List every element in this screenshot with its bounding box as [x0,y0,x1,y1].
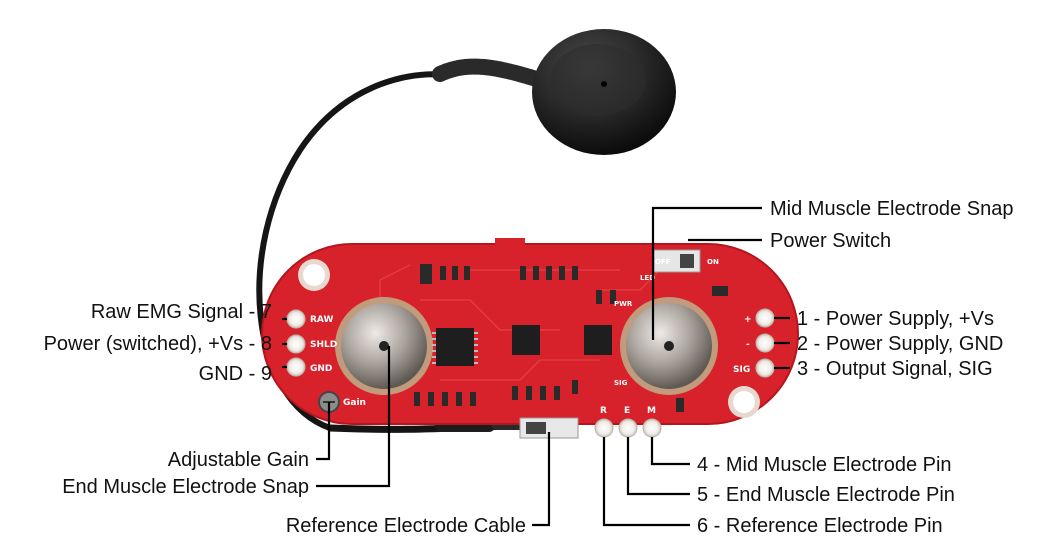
label-gnd: GND - 9 [198,363,272,385]
silk-raw: RAW [310,315,333,325]
silk-minus: - [746,340,750,350]
mounting-hole-right [728,386,760,418]
silk-r: R [600,406,607,416]
silk-sig-led: SIG [614,379,628,387]
ic-chip [432,325,612,366]
silk-on: ON [707,258,719,266]
label-end-muscle-snap: End Muscle Electrode Snap [62,476,309,498]
electrode-cup [532,29,676,155]
label-reference-pin: 6 - Reference Electrode Pin [697,515,943,537]
silk-plus: + [744,315,752,325]
pin-left [286,309,306,377]
silk-pwr: PWR [614,300,633,308]
label-power-supply-gnd: 2 - Power Supply, GND [797,333,1004,355]
label-raw-emg-signal: Raw EMG Signal - 7 [90,301,272,323]
label-reference-cable: Reference Electrode Cable [285,515,526,537]
label-end-muscle-pin: 5 - End Muscle Electrode Pin [697,484,955,506]
silk-shld: SHLD [310,340,337,350]
pin-bottom [594,418,662,438]
silk-led-bottom: LED [690,426,705,434]
label-mid-muscle-pin: 4 - Mid Muscle Electrode Pin [697,454,952,476]
label-power-switch: Power Switch [770,230,892,252]
leader-lines [282,206,790,527]
pin-right [755,308,775,378]
mounting-hole-left [298,259,330,291]
label-power-switched: Power (switched), +Vs - 8 [43,333,272,355]
silk-e: E [624,406,630,416]
smd-components [414,264,728,412]
silk-gnd: GND [310,364,332,374]
silk-led: LED [640,274,655,282]
silk-sig: SIG [733,365,750,375]
silk-m: M [647,406,656,416]
label-power-supply-vs: 1 - Power Supply, +Vs [797,308,994,330]
label-adjustable-gain: Adjustable Gain [167,449,309,471]
end-muscle-snap [335,297,433,395]
mid-muscle-snap [620,297,718,395]
label-output-signal: 3 - Output Signal, SIG [797,358,993,380]
silk-off: OFF [655,258,671,266]
power-switch [653,249,701,273]
silk-gain: Gain [343,398,366,408]
label-mid-muscle-snap: Mid Muscle Electrode Snap [770,198,1014,220]
reference-cable-connector [519,417,579,439]
